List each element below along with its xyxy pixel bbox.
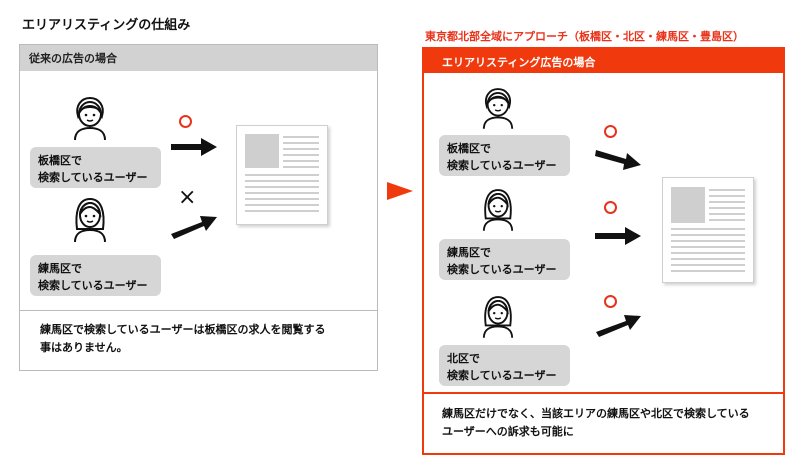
user-box-kita-area: 北区で 検索しているユーザー <box>439 345 570 386</box>
user-box-line1: 練馬区で <box>38 262 82 275</box>
male-user-icon <box>482 88 514 129</box>
circle-ok-icon <box>604 125 617 138</box>
arrow-icon <box>596 315 641 337</box>
area-listing-note: 練馬区だけでなく、当該エリアの練馬区や北区で検索している ユーザーへの訴求も可能… <box>442 405 777 441</box>
user-box-line1: 板橋区で <box>38 154 82 167</box>
user-box-line1: 北区で <box>447 352 480 365</box>
area-panel-divider <box>424 392 783 394</box>
female-user-icon <box>482 189 514 231</box>
user-box-line2: 検索しているユーザー <box>447 263 557 276</box>
note-line1: 練馬区で検索しているユーザーは板橋区の求人を閲覧する <box>40 323 326 336</box>
traditional-ad-header-label: 従来の広告の場合 <box>29 52 117 65</box>
cross-ng-icon: × <box>178 185 197 210</box>
traditional-ad-header: 従来の広告の場合 <box>20 45 377 71</box>
circle-ok-icon <box>179 115 192 128</box>
female-user-icon <box>482 296 514 338</box>
male-user-icon <box>74 96 106 141</box>
arrow-icon <box>595 227 641 245</box>
user-box-itabashi-traditional: 板橋区で 検索しているユーザー <box>30 147 161 188</box>
user-box-line2: 検索しているユーザー <box>38 279 148 292</box>
user-box-nerima-traditional: 練馬区で 検索しているユーザー <box>30 255 161 296</box>
user-box-itabashi-area: 板橋区で 検索しているユーザー <box>439 135 570 176</box>
traditional-ad-note: 練馬区で検索しているユーザーは板橋区の求人を閲覧する 事はありません。 <box>40 321 360 357</box>
document-icon <box>662 177 754 283</box>
user-box-line1: 練馬区で <box>447 246 491 259</box>
note-line2: 事はありません。 <box>40 341 128 354</box>
page-title: エリアリスティングの仕組み <box>22 18 191 33</box>
area-listing-header-label: エリアリスティング広告の場合 <box>442 56 596 69</box>
area-listing-panel: エリアリスティング広告の場合 板橋区で 検索しているユーザー 練馬区で 検索して… <box>422 47 785 455</box>
arrow-icon <box>171 138 217 156</box>
circle-ok-icon <box>604 201 617 214</box>
user-box-nerima-area: 練馬区で 検索しているユーザー <box>439 239 570 280</box>
traditional-panel-divider <box>20 310 377 311</box>
note-line1: 練馬区だけでなく、当該エリアの練馬区や北区で検索している <box>442 407 750 420</box>
area-approach-title: 東京都北部全域にアプローチ（板橋区・北区・練馬区・豊島区） <box>425 30 744 43</box>
user-box-line1: 板橋区で <box>447 142 491 155</box>
transition-arrow-icon <box>387 182 413 200</box>
circle-ok-icon <box>604 295 617 308</box>
area-listing-header: エリアリスティング広告の場合 <box>424 49 783 73</box>
arrow-icon <box>595 150 641 170</box>
traditional-ad-panel: 従来の広告の場合 板橋区で 検索しているユーザー 練馬区で 検索しているユーザー… <box>19 44 378 371</box>
female-user-icon <box>74 197 106 243</box>
user-box-line2: 検索しているユーザー <box>38 171 148 184</box>
user-box-line2: 検索しているユーザー <box>447 369 557 382</box>
user-box-line2: 検索しているユーザー <box>447 159 557 172</box>
document-icon <box>236 125 328 225</box>
note-line2: ユーザーへの訴求も可能に <box>442 425 574 438</box>
arrow-icon <box>171 216 217 239</box>
